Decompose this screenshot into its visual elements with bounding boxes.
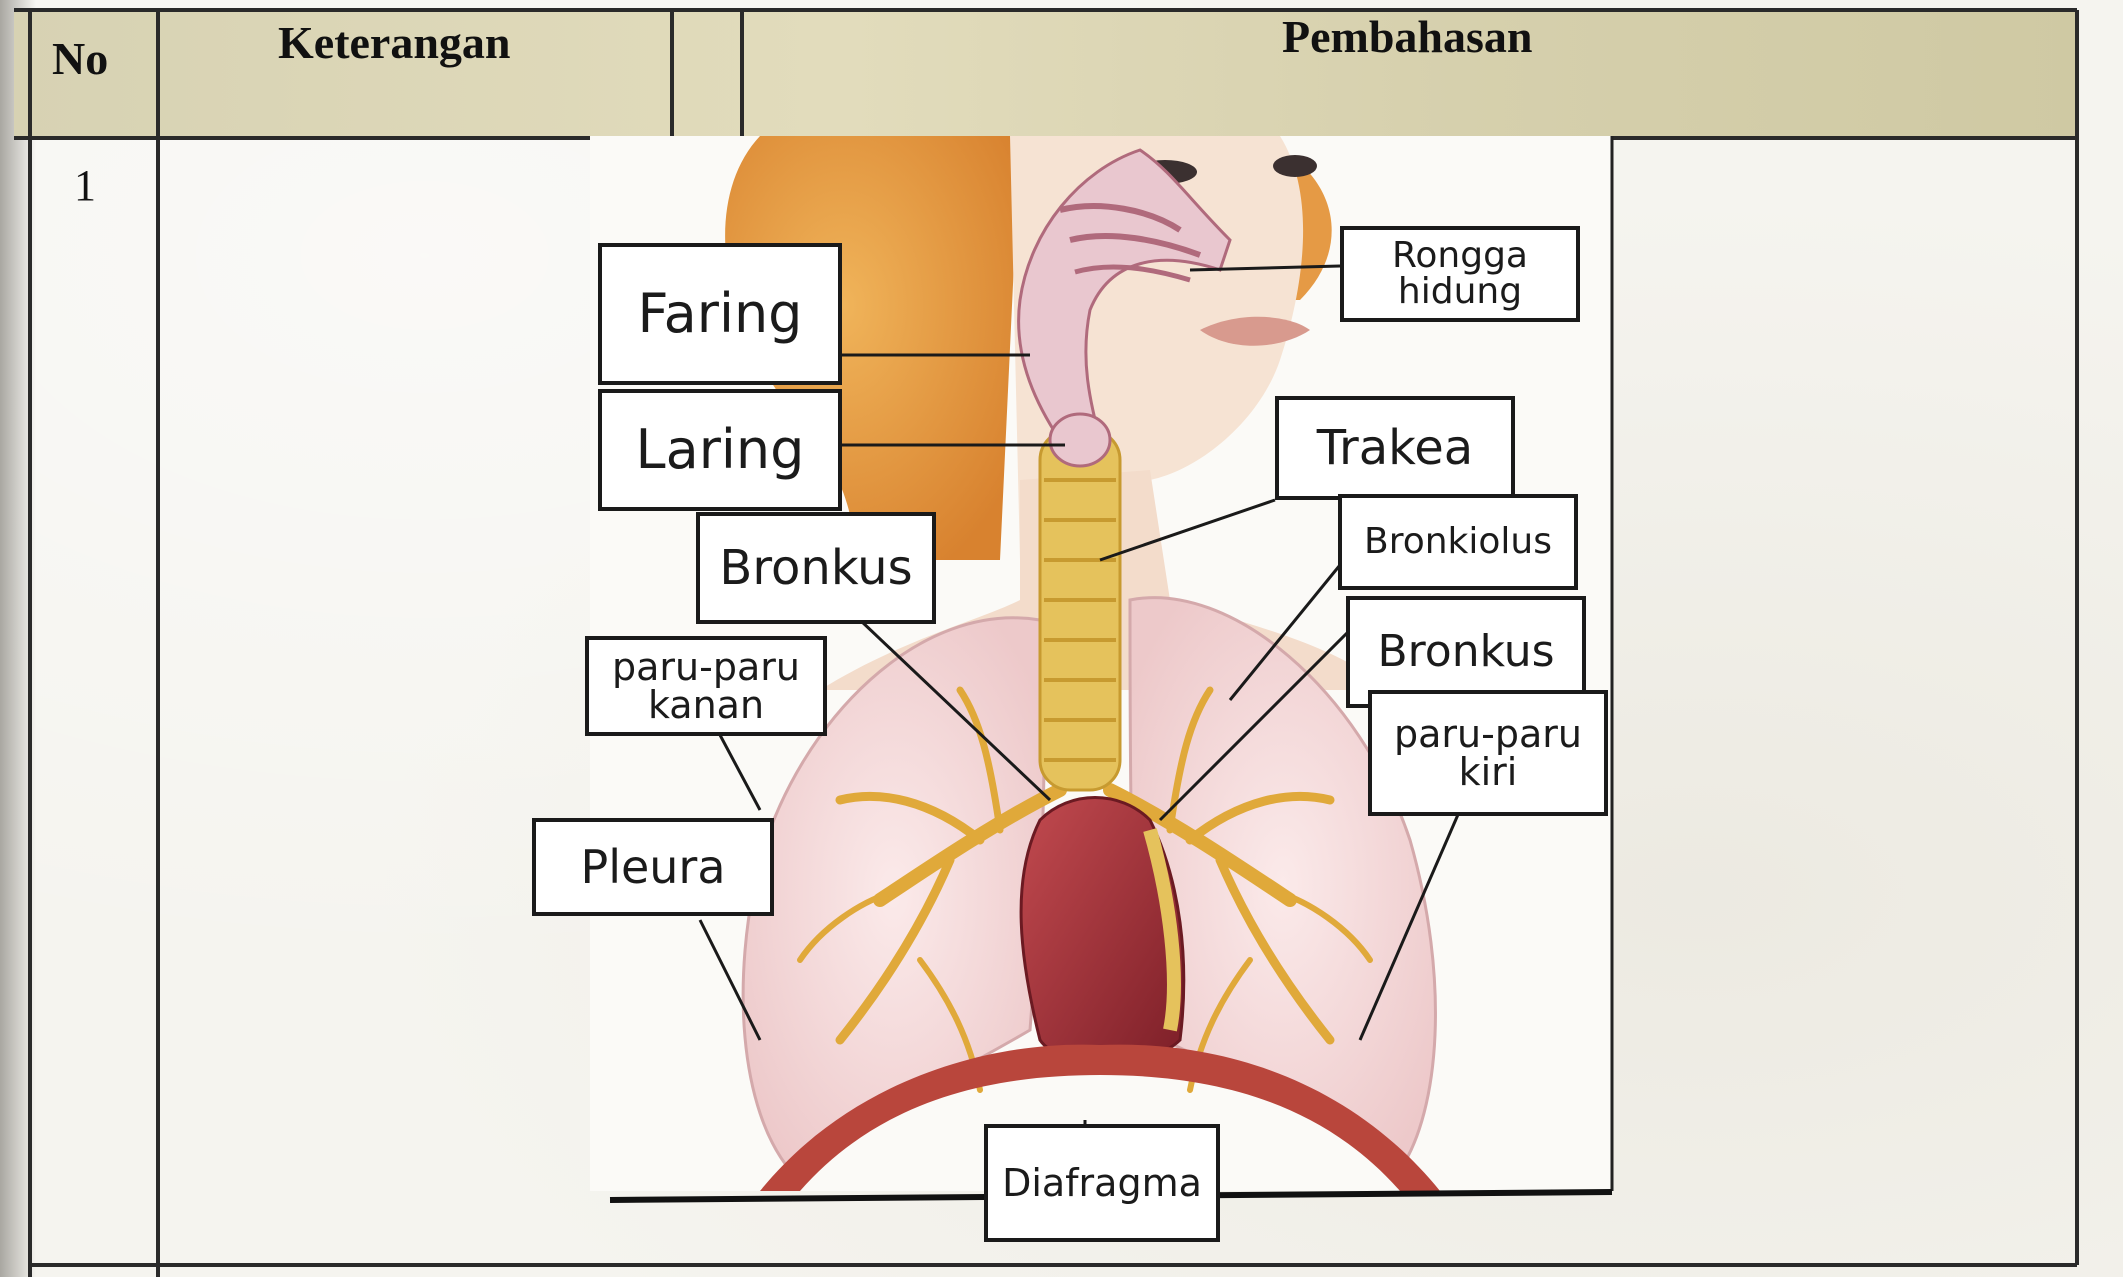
larynx [1050, 414, 1110, 466]
heart [1021, 798, 1184, 1063]
label-rongga-hidung: Rongga hidung [1340, 226, 1580, 322]
right-eye [1273, 155, 1317, 177]
trachea-tube [1040, 430, 1120, 790]
label-pleura: Pleura [532, 818, 774, 916]
label-paru-paru-kanan: paru-paru kanan [585, 636, 827, 736]
label-bronkiolus: Bronkiolus [1338, 494, 1578, 590]
label-bronkus-left: Bronkus [696, 512, 936, 624]
label-laring: Laring [598, 389, 842, 511]
label-faring: Faring [598, 243, 842, 385]
label-paru-paru-kiri: paru-paru kiri [1368, 690, 1608, 816]
label-trakea: Trakea [1275, 396, 1515, 500]
label-diafragma: Diafragma [984, 1124, 1220, 1242]
